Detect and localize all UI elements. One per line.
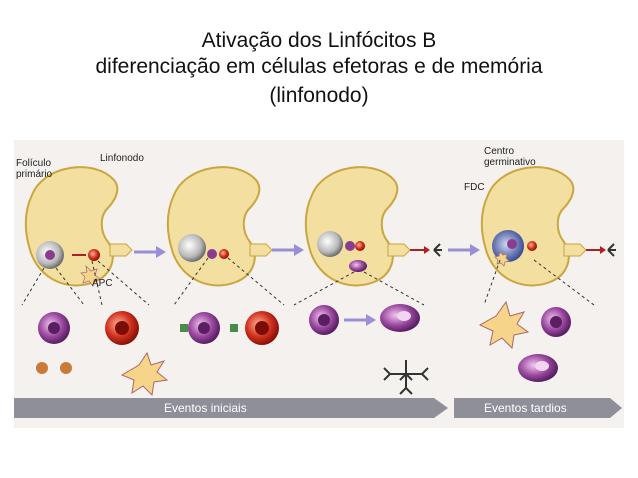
label-linfonodo: Linfonodo [100,153,144,164]
apc-cell-icon [120,351,169,397]
label-centro: Centro [484,146,515,157]
label-primario: primário [16,169,53,180]
timeline-early-label: Eventos iniciais [164,401,247,415]
timeline-late-label: Eventos tardios [484,401,567,415]
b-cell-3 [309,305,339,335]
title-line-3: (linfonodo) [269,84,369,107]
b-cell [38,312,70,344]
label-germinativo: germinativo [484,157,536,168]
timeline [14,398,622,418]
secreted-antibodies-icon [383,360,429,395]
lymph-node-diagram: Folículo primário Linfonodo APC Centro g… [14,140,624,428]
fdc-icon [494,251,510,267]
title-line-2: diferenciação em células efetoras e de m… [95,55,543,78]
apc-icon [80,264,101,287]
memory-cell [518,354,558,382]
b-cell-4 [541,307,571,337]
lymph-node-1 [24,166,133,287]
diagram-svg [14,166,622,418]
title-line-1: Ativação dos Linfócitos B [201,29,437,52]
label-foliculo: Folículo [16,158,52,169]
lymph-node-2 [166,166,273,287]
plasma-cell [380,304,420,332]
lymph-node-3 [304,166,442,287]
antibody-icon [433,243,442,257]
t-cell [105,311,139,345]
b-cell-2 [188,312,220,344]
label-fdc: FDC [464,182,485,193]
t-cell-2 [245,311,279,345]
fdc-cell-icon [478,300,530,350]
label-apc: APC [92,278,113,289]
lymph-node-4 [480,166,616,287]
